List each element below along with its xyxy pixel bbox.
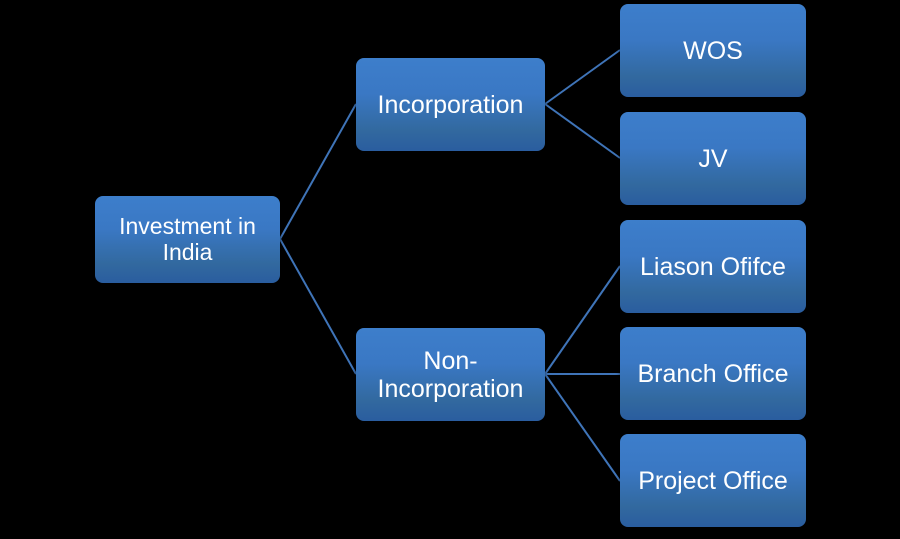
node-liason-office[interactable]: Liason Ofifce: [620, 220, 806, 313]
node-non-incorporation[interactable]: Non- Incorporation: [356, 328, 545, 421]
node-label: JV: [698, 144, 728, 173]
node-label: Investment in India: [119, 212, 256, 265]
node-investment-in-india[interactable]: Investment in India: [95, 196, 280, 283]
node-branch-office[interactable]: Branch Office: [620, 327, 806, 420]
edge-incorporation-to-jv: [544, 103, 621, 159]
node-label: Project Office: [638, 466, 788, 495]
node-jv[interactable]: JV: [620, 112, 806, 205]
node-label: Incorporation: [377, 90, 524, 119]
node-incorporation[interactable]: Incorporation: [356, 58, 545, 151]
edge-incorporation-to-wos: [544, 49, 621, 105]
node-label: Branch Office: [637, 359, 789, 388]
node-label: WOS: [683, 36, 743, 65]
edge-root-to-incorporation: [279, 103, 357, 240]
edge-root-to-non-incorporation: [279, 238, 357, 375]
edge-non-incorporation-to-project-office: [544, 373, 621, 482]
node-wos[interactable]: WOS: [620, 4, 806, 97]
node-label: Non- Incorporation: [377, 346, 524, 403]
node-label: Liason Ofifce: [640, 252, 786, 281]
node-project-office[interactable]: Project Office: [620, 434, 806, 527]
edge-non-incorporation-to-liason-office: [544, 265, 621, 375]
